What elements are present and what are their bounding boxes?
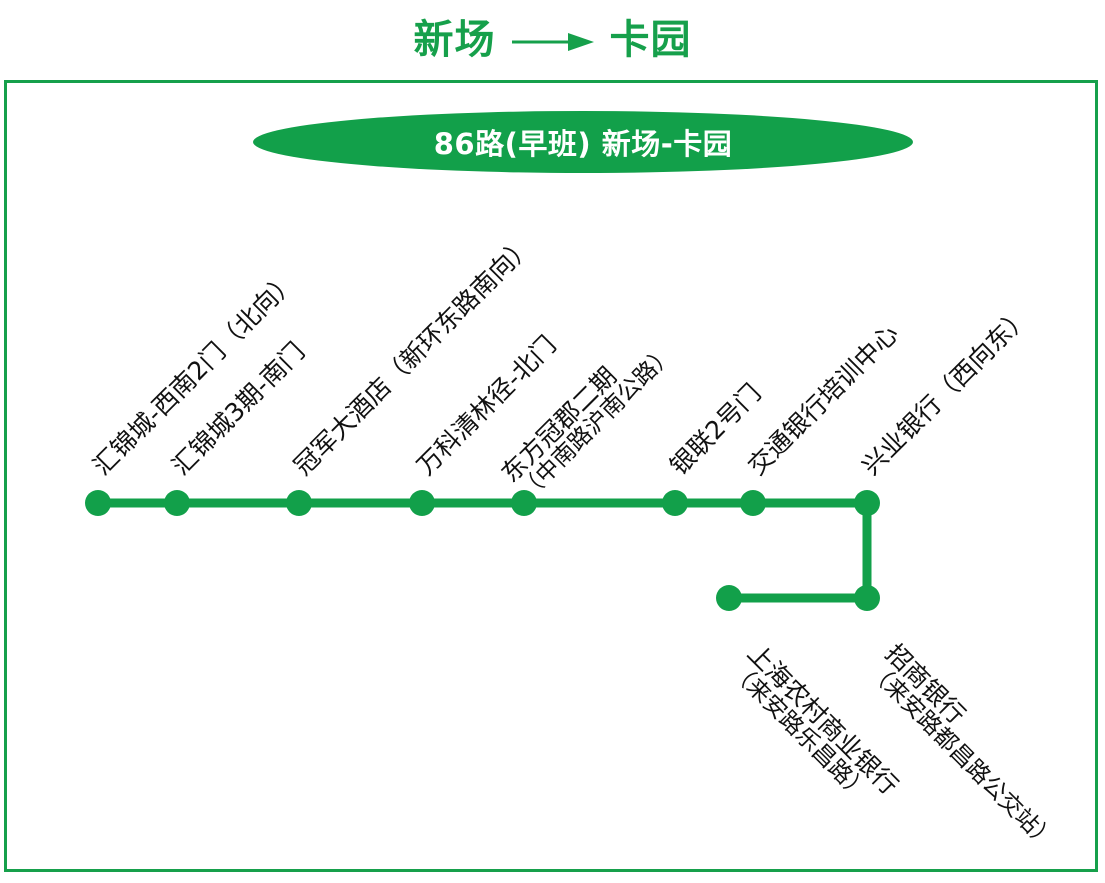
page-title: 新场 卡园 xyxy=(0,0,1105,80)
station-dot[interactable] xyxy=(662,490,688,516)
route-name-banner: 86路(早班) 新场-卡园 xyxy=(253,111,913,173)
route-name-label: 86路(早班) 新场-卡园 xyxy=(433,127,733,161)
station-dot[interactable] xyxy=(164,490,190,516)
destination-station-title: 卡园 xyxy=(609,17,692,63)
station-name-note: （来安路都昌路公交站） xyxy=(862,657,1061,855)
station-name: 东方冠郡二期 xyxy=(495,361,623,488)
station-dot[interactable] xyxy=(716,585,742,611)
station-dot[interactable] xyxy=(740,490,766,516)
station-dot[interactable] xyxy=(85,490,111,516)
station-dot[interactable] xyxy=(854,585,880,611)
route-diagram-frame: 86路(早班) 新场-卡园 汇锦城-西南2门（北向）汇锦城3期-南门冠军大酒店（… xyxy=(4,80,1098,872)
station-label: 冠军大酒店（新环东路南向） xyxy=(288,230,539,481)
station-dot[interactable] xyxy=(409,490,435,516)
station-dot[interactable] xyxy=(854,490,880,516)
origin-station-title: 新场 xyxy=(413,17,496,63)
station-dots xyxy=(85,490,880,611)
station-name: 冠军大酒店（新环东路南向） xyxy=(288,230,539,481)
route-path xyxy=(98,498,872,603)
station-name: 招商银行 xyxy=(879,638,972,730)
right-arrow-icon xyxy=(510,30,596,54)
station-dot[interactable] xyxy=(286,490,312,516)
station-label: 招商银行（来安路都昌路公交站） xyxy=(862,638,1079,855)
